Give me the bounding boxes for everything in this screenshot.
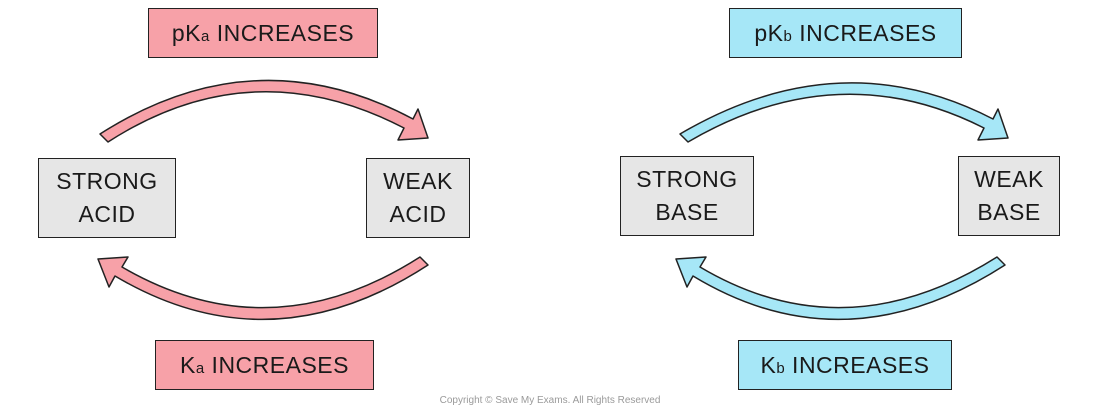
strong-acid-line-1: STRONG: [56, 168, 158, 194]
pkb-prefix: pK: [754, 19, 784, 46]
ka-subscript: a: [195, 359, 205, 377]
pka-prefix: pK: [171, 19, 201, 46]
acid-lower-arrow: [97, 256, 429, 321]
weak-base-box: WEAK BASE: [958, 156, 1060, 236]
pka-suffix: INCREASES: [209, 19, 355, 46]
strong-acid-box: STRONG ACID: [38, 158, 176, 238]
pkb-subscript: b: [783, 27, 793, 45]
ka-prefix: K: [179, 351, 196, 378]
kb-subscript: b: [776, 359, 786, 377]
kb-prefix: K: [760, 351, 777, 378]
pka-subscript: a: [200, 27, 210, 45]
weak-acid-line-2: ACID: [389, 201, 447, 227]
weak-acid-box: WEAK ACID: [366, 158, 470, 238]
base-upper-arrow: [679, 82, 1009, 143]
pkb-suffix: INCREASES: [792, 19, 937, 46]
base-lower-arrow: [675, 256, 1006, 321]
weak-base-line-1: WEAK: [974, 166, 1044, 192]
strong-base-line-2: BASE: [655, 199, 719, 225]
copyright-notice: Copyright © Save My Exams. All Rights Re…: [439, 395, 661, 406]
acid-upper-arrow: [99, 79, 429, 143]
strong-acid-line-2: ACID: [78, 201, 136, 227]
weak-acid-line-1: WEAK: [383, 168, 453, 194]
strong-base-box: STRONG BASE: [620, 156, 754, 236]
strong-base-line-1: STRONG: [636, 166, 738, 192]
weak-base-line-2: BASE: [977, 199, 1041, 225]
kb-suffix: INCREASES: [785, 351, 930, 378]
ka-suffix: INCREASES: [204, 351, 349, 378]
